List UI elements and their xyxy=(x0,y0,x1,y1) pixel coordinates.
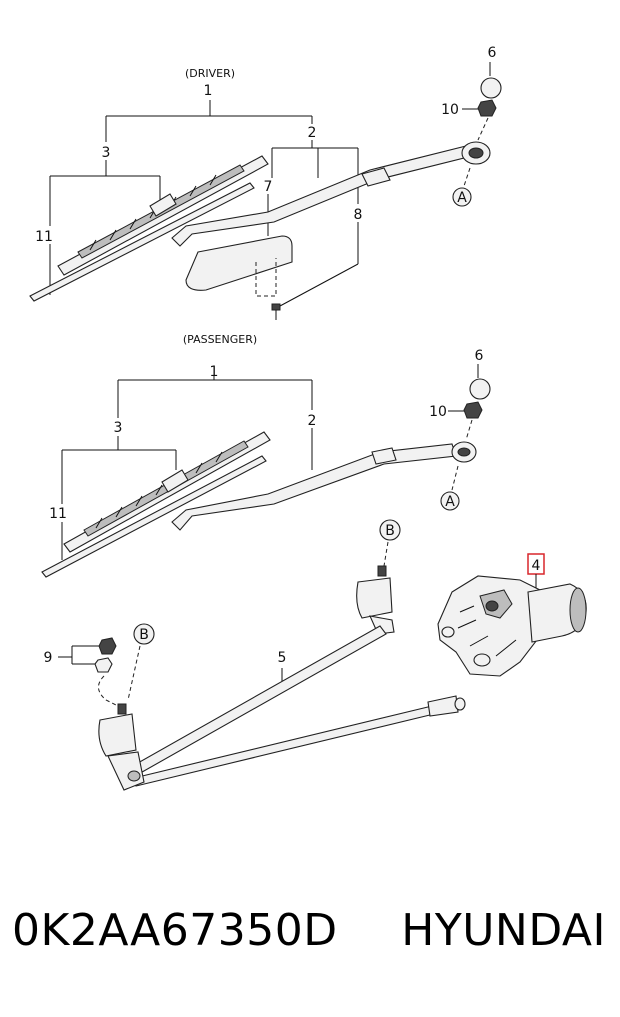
callout-7: 7 xyxy=(264,179,273,195)
ref-b-right-leader xyxy=(383,541,389,567)
passenger-blade-refill xyxy=(41,455,267,578)
callout-11-passenger: 11 xyxy=(49,506,67,522)
linkage-assembly xyxy=(121,625,466,787)
callout-6-passenger: 6 xyxy=(475,348,484,364)
driver-wiper-arm xyxy=(171,141,491,247)
callout-10-driver: 10 xyxy=(441,102,459,118)
driver-arm-cover xyxy=(185,235,293,297)
callout-10-passenger: 10 xyxy=(429,404,447,420)
callout-9: 9 xyxy=(44,650,53,666)
callout-11-driver: 11 xyxy=(35,229,53,245)
callout-6-driver: 6 xyxy=(488,45,497,61)
left-pivot xyxy=(98,703,145,791)
right-pivot xyxy=(356,565,395,635)
callout-8: 8 xyxy=(354,207,363,223)
footer: 0K2AA67350D HYUNDAI xyxy=(0,905,620,985)
ref-b-right-circle xyxy=(379,519,401,541)
ref-b-left-leader xyxy=(127,645,141,701)
nut-pair xyxy=(58,637,119,707)
wiper-motor xyxy=(437,575,587,677)
callout-5: 5 xyxy=(278,650,287,666)
ref-a-driver: A xyxy=(457,190,467,206)
driver-screw xyxy=(271,303,281,320)
driver-section-label: (DRIVER) xyxy=(185,67,235,80)
wiper-assembly-diagram: (DRIVER) 1 3 2 7 8 11 xyxy=(29,45,587,791)
passenger-cap-and-nut xyxy=(440,364,491,511)
callout-3-driver: 3 xyxy=(102,145,111,161)
callout-3-passenger: 3 xyxy=(114,420,123,436)
passenger-leader-lines xyxy=(61,366,313,560)
brand-name: HYUNDAI xyxy=(401,905,606,956)
ref-a-passenger: A xyxy=(445,494,455,510)
driver-wiper-blade xyxy=(57,155,269,276)
callout-2-driver: 2 xyxy=(308,125,317,141)
passenger-wiper-arm xyxy=(171,441,477,531)
driver-blade-refill xyxy=(29,182,255,302)
callout-4: 4 xyxy=(532,558,541,574)
callout-2-passenger: 2 xyxy=(308,413,317,429)
callout-1-driver: 1 xyxy=(204,83,213,99)
ref-b-left-circle xyxy=(133,623,155,645)
ref-b-left: B xyxy=(139,627,149,643)
driver-cap-and-nut xyxy=(452,62,502,207)
ref-b-right: B xyxy=(385,523,395,539)
passenger-wiper-blade xyxy=(63,431,271,553)
passenger-section-label: (PASSENGER) xyxy=(183,333,257,346)
part-number: 0K2AA67350D xyxy=(12,905,338,956)
